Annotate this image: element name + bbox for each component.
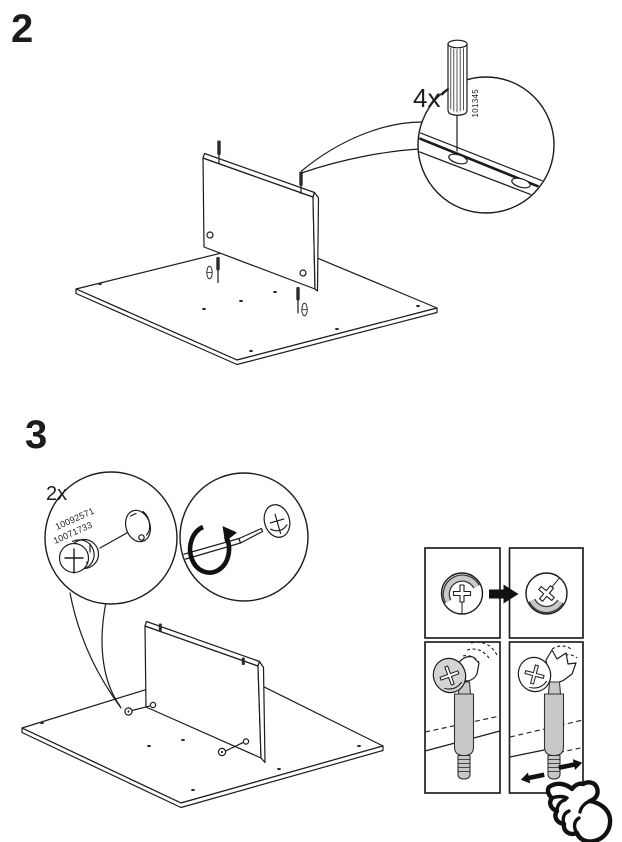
panel-edge-detail [419,113,553,201]
dowel-pins [206,140,308,317]
cam-hole [242,738,250,745]
step-2-magnifier: 4x 101345 [300,39,555,214]
hand-pointing-icon [545,780,613,842]
cam-bolt-loose-icon [424,641,501,780]
cam-lock-icon [58,538,100,574]
cam-lock-inserts [124,701,250,757]
cam-in-hole [263,504,291,538]
step-3-detail-panel [424,547,613,842]
step-3-screw-callout [179,472,309,602]
rotation-arrow-icon [187,524,237,575]
base-panel [75,239,438,366]
dowel-hole [511,177,531,189]
wooden-dowel-icon [447,39,468,116]
step-3-section: 3 [21,413,613,842]
cam-hole [299,269,307,277]
leader-line [101,601,121,707]
cam-hole-detail [124,509,152,543]
cam-bolt-secured-icon [509,645,584,784]
step-2-section: 2 [11,7,555,366]
cam-hole [206,231,214,239]
step-2-assembly-drawing [75,140,438,366]
dowel-hole [448,153,468,165]
cam-lock-unlocked-face-icon [440,572,484,615]
leader-line [69,592,122,709]
step-2-quantity: 4x [413,83,440,113]
cam-lock-locked-face-icon [525,572,568,615]
back-panel [202,152,320,292]
arrow-left-icon [520,772,545,784]
arrow-right-icon [489,584,519,604]
step-2-part-number: 101345 [471,89,480,118]
cam-hole [149,701,157,709]
step-3-parts-callout: 2x 10092571 10071733 [44,471,178,709]
leader-line [300,148,420,174]
arrow-right-icon [558,759,583,771]
leader-line [300,121,423,172]
step-3-number: 3 [25,413,47,457]
label-tick [441,88,450,96]
back-panel [144,620,266,764]
step-2-number: 2 [11,7,33,51]
step-3-quantity: 2x [46,483,67,505]
step-3-assembly-drawing [21,620,384,809]
